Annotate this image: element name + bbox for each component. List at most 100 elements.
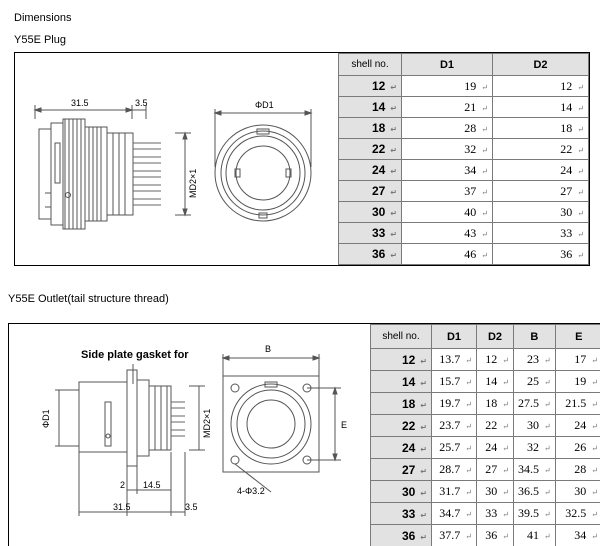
table-row: 36↵37.7↵36↵41↵34↵ [371,525,600,546]
cell-text: 22 [560,142,572,156]
shell-no-cell: 33↵ [371,503,432,525]
cell-text: 32 [464,142,476,156]
value-cell: 22↵ [477,415,514,437]
return-mark-icon: ↵ [465,488,472,497]
return-mark-icon: ↵ [465,466,472,475]
return-mark-icon: ↵ [390,251,397,260]
cell-text: 25 [527,374,539,388]
header-d1: D1 [402,54,493,76]
return-mark-icon: ↵ [591,422,598,431]
cell-text: 28 [464,121,476,135]
return-mark-icon: ↵ [591,466,598,475]
shell-no-cell: 27↵ [339,181,402,202]
outlet-dim-gap: 2 [120,480,125,490]
value-cell: 24 ↵ [555,415,600,437]
cell-text: 30 [560,205,572,219]
return-mark-icon: ↵ [544,356,551,365]
return-mark-icon: ↵ [465,356,472,365]
cell-text: 31.7 [439,484,460,498]
cell-text: 27 [485,462,497,476]
value-cell: 12↵ [477,349,514,371]
cell-text: 18 [560,121,572,135]
outlet-dim-b: B [265,344,271,354]
header-shell-no: shell no. [371,325,432,349]
table-row: 33↵43↵33↵ [339,223,589,244]
value-cell: 14↵ [477,371,514,393]
cell-text: 24 [574,418,586,432]
cell-text: 18 [402,397,415,411]
cell-text: 39.5 [518,506,539,520]
page-heading: Dimensions [14,12,71,24]
cell-text: 33 [560,226,572,240]
shell-no-cell: 14 ↵ [339,97,402,118]
table-row: 24↵34↵24↵ [339,160,589,181]
return-mark-icon: ↵ [591,510,598,519]
return-mark-icon: ↵ [390,104,397,113]
return-mark-icon: ↵ [481,146,488,155]
value-cell: 33↵ [477,503,514,525]
value-cell: 27.5 ↵ [514,393,556,415]
header-e: E [555,325,600,349]
cell-text: 36 [402,529,415,543]
cell-text: 21 [464,100,476,114]
cell-text: 14 [372,100,385,114]
outlet-section-frame: Side plate gasket for ΦD1 MD2×1 B E 2 14… [8,323,600,546]
cell-text: 23 [527,352,539,366]
cell-text: 33 [372,226,385,240]
return-mark-icon: ↵ [544,400,551,409]
return-mark-icon: ↵ [420,379,427,388]
return-mark-icon: ↵ [502,488,509,497]
return-mark-icon: ↵ [481,125,488,134]
value-cell: 32↵ [514,437,556,459]
value-cell: 27↵ [477,459,514,481]
cell-text: 32.5 [565,506,586,520]
outlet-dim-e: E [341,420,347,430]
return-mark-icon: ↵ [544,488,551,497]
outlet-dim-tail: 3.5 [185,502,198,512]
return-mark-icon: ↵ [544,466,551,475]
value-cell: 39.5↵ [514,503,556,525]
cell-text: 30 [574,484,586,498]
return-mark-icon: ↵ [420,489,427,498]
return-mark-icon: ↵ [465,444,472,453]
cell-text: 28.7 [439,462,460,476]
shell-no-cell: 18↵ [339,118,402,139]
shell-no-cell: 14↵ [371,371,432,393]
return-mark-icon: ↵ [390,83,397,92]
return-mark-icon: ↵ [502,400,509,409]
value-cell: 23.7↵ [432,415,477,437]
return-mark-icon: ↵ [420,357,427,366]
table-row: 33↵34.7↵33↵39.5↵32.5↵ [371,503,600,525]
return-mark-icon: ↵ [591,532,598,541]
value-cell: 30↵ [477,481,514,503]
return-mark-icon: ↵ [481,104,488,113]
value-cell: 36↵ [477,525,514,546]
return-mark-icon: ↵ [577,146,584,155]
value-cell: 25 ↵ [514,371,556,393]
cell-text: 30 [372,205,385,219]
cell-text: 41 [527,528,539,542]
return-mark-icon: ↵ [502,378,509,387]
value-cell: 34↵ [555,525,600,546]
cell-text: 27.5 [518,396,539,410]
return-mark-icon: ↵ [481,251,488,260]
cell-text: 12 [372,79,385,93]
value-cell: 25.7↵ [432,437,477,459]
cell-text: 27 [560,184,572,198]
section-title-plug: Y55E Plug [14,34,66,46]
header-shell-no: shell no. [339,54,402,76]
return-mark-icon: ↵ [544,378,551,387]
value-cell: 19↵ [555,371,600,393]
cell-text: 24 [560,163,572,177]
value-cell: 30↵ [493,202,589,223]
cell-text: 43 [464,226,476,240]
table-row: 18↵28↵18↵ [339,118,589,139]
value-cell: 24↵ [493,160,589,181]
cell-text: 19 [464,79,476,93]
value-cell: 13.7↵ [432,349,477,371]
header-d1: D1 [432,325,477,349]
outlet-callout: Side plate gasket for [81,349,189,361]
cell-text: 36.5 [518,484,539,498]
shell-no-cell: 24↵ [339,160,402,181]
outlet-dim-thread: MD2×1 [202,409,212,438]
